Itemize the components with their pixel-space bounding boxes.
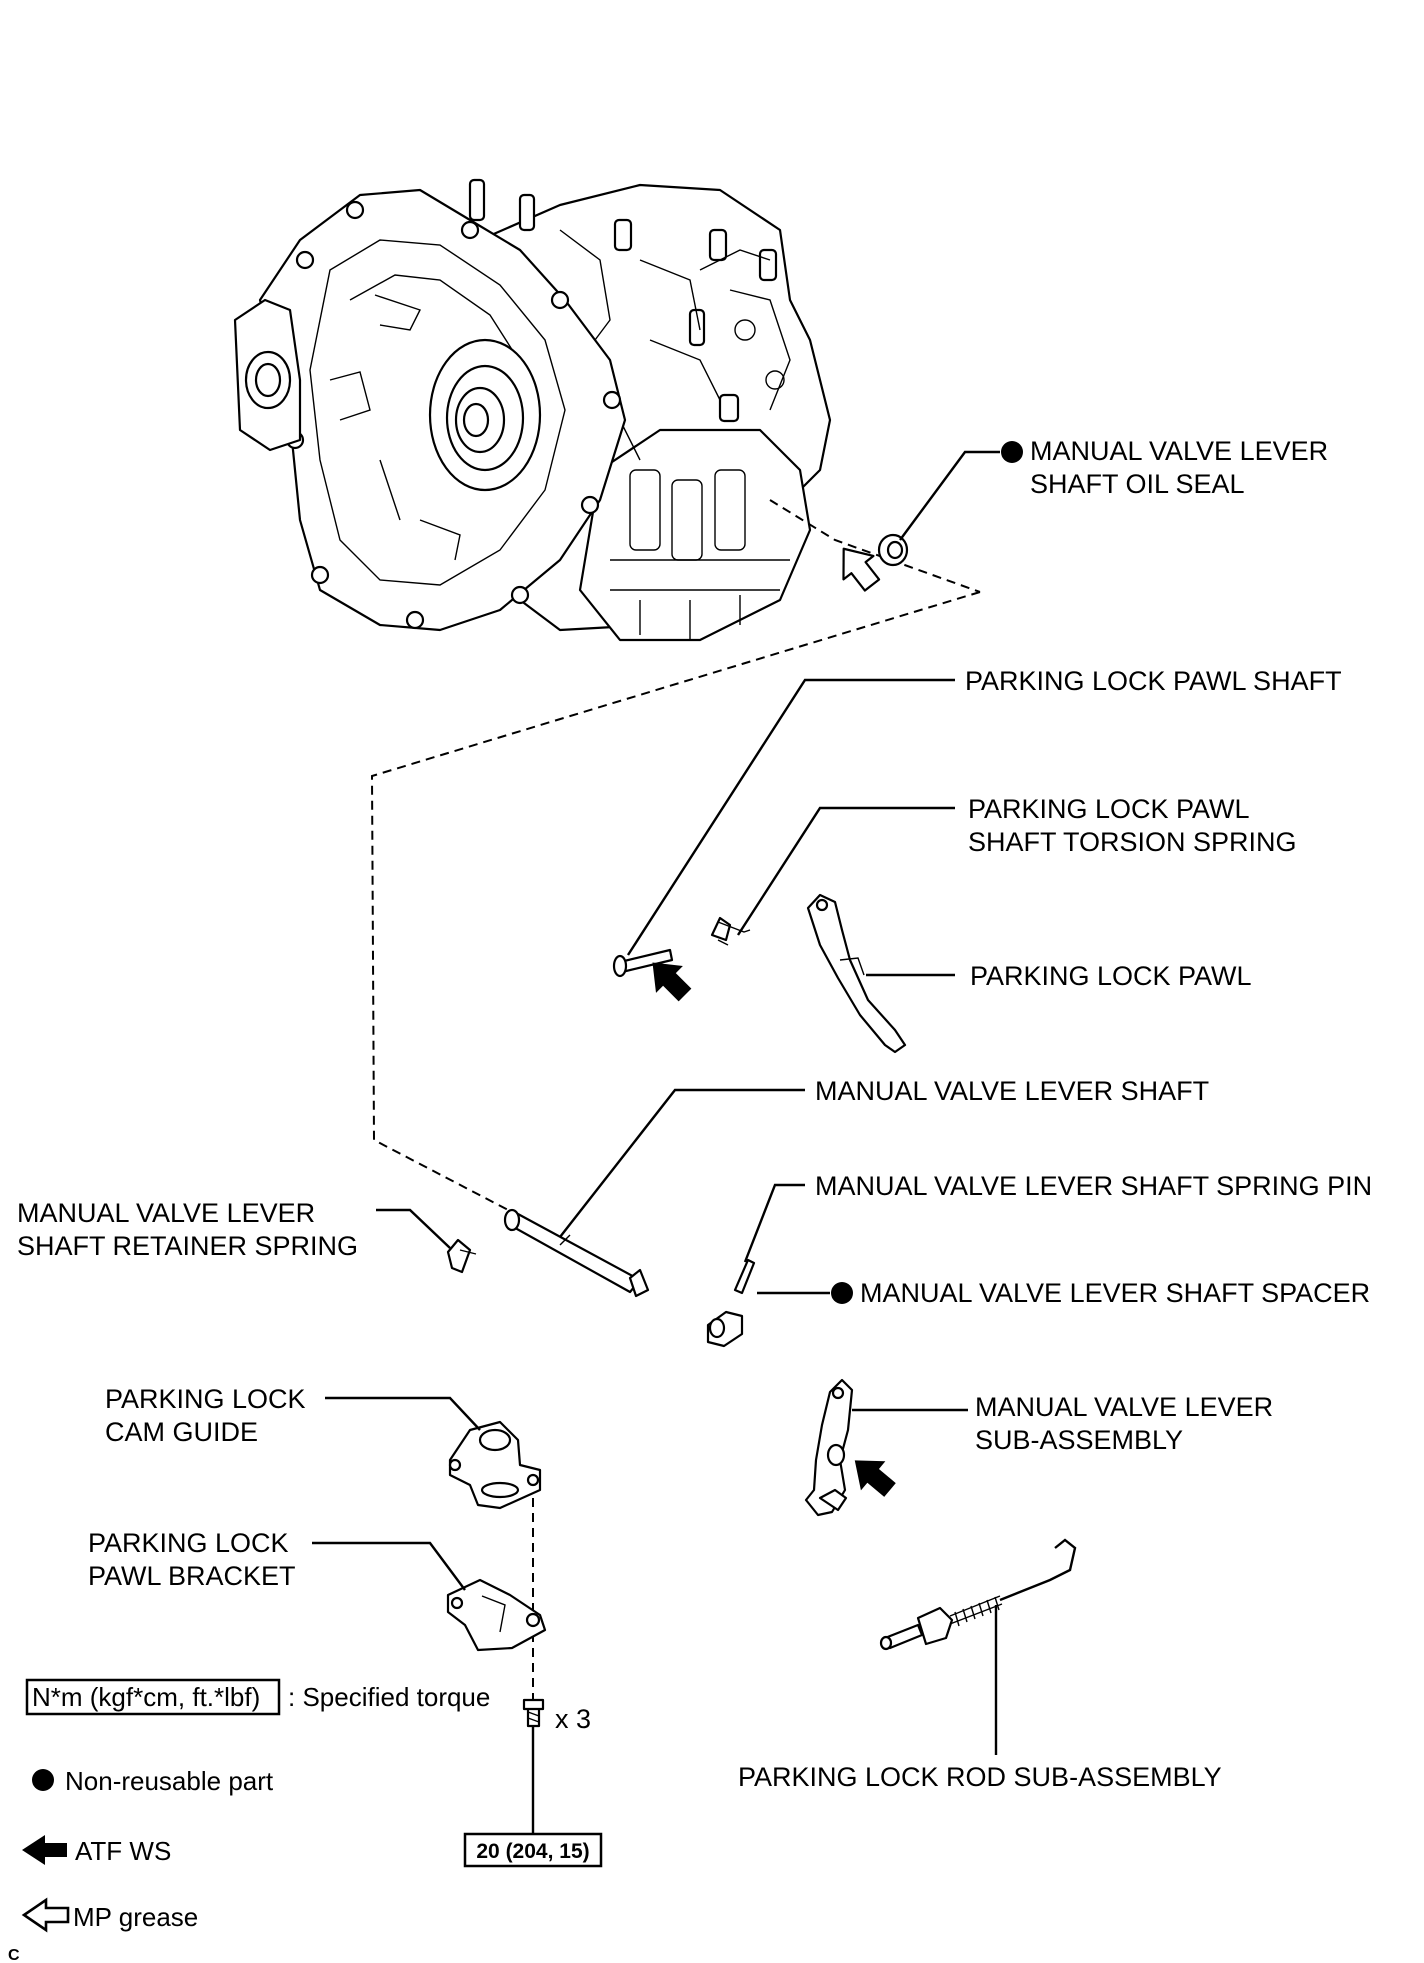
lever-sub-label-line1: MANUAL VALVE LEVER bbox=[975, 1392, 1273, 1422]
retainer-spring-label-line1: MANUAL VALVE LEVER bbox=[17, 1198, 315, 1228]
manual-lever-sub-part bbox=[804, 1378, 854, 1517]
legend-torque-units: N*m (kgf*cm, ft.*lbf) bbox=[32, 1682, 260, 1712]
non-reusable-dot-icon bbox=[831, 1282, 853, 1304]
oil-seal-label-line2: SHAFT OIL SEAL bbox=[1030, 469, 1245, 499]
manual-valve-lever-shaft-part bbox=[503, 1208, 650, 1298]
spring-pin-label: MANUAL VALVE LEVER SHAFT SPRING PIN bbox=[815, 1171, 1372, 1201]
leader-lines bbox=[312, 450, 1000, 1834]
oil-seal-label-line1: MANUAL VALVE LEVER bbox=[1030, 436, 1328, 466]
legend: N*m (kgf*cm, ft.*lbf) : Specified torque… bbox=[21, 1678, 490, 1933]
pawl-bracket-label-line1: PARKING LOCK bbox=[88, 1528, 289, 1558]
cam-guide-label-line1: PARKING LOCK bbox=[105, 1384, 306, 1414]
pawl-label: PARKING LOCK PAWL bbox=[970, 961, 1252, 991]
spring-pin-part bbox=[733, 1258, 756, 1295]
pawl-shaft-label: PARKING LOCK PAWL SHAFT bbox=[965, 666, 1342, 696]
part-labels: MANUAL VALVE LEVER SHAFT OIL SEAL PARKIN… bbox=[17, 436, 1372, 1792]
non-reusable-dot-icon bbox=[1001, 441, 1023, 463]
atf-ws-arrow-icon bbox=[652, 962, 692, 1002]
torsion-spring-part bbox=[710, 916, 751, 946]
atf-ws-arrow-icon-lever bbox=[854, 1460, 896, 1497]
bolt-qty-label: x 3 bbox=[555, 1704, 591, 1734]
cam-guide-part bbox=[448, 1420, 542, 1510]
retainer-spring-part bbox=[446, 1238, 477, 1274]
legend-atf-ws: ATF WS bbox=[75, 1836, 171, 1866]
atf-ws-arrow-icon bbox=[22, 1835, 67, 1865]
non-reusable-dot-icon bbox=[32, 1769, 54, 1791]
corner-code: C bbox=[8, 1947, 20, 1963]
assembly-dashed-lines bbox=[370, 499, 981, 1700]
torque-value: 20 (204, 15) bbox=[476, 1840, 589, 1863]
oil-seal-part bbox=[877, 533, 909, 567]
transmission-assembly-drawing bbox=[233, 178, 832, 642]
lever-shaft-label: MANUAL VALVE LEVER SHAFT bbox=[815, 1076, 1209, 1106]
parking-rod-part bbox=[879, 1538, 1077, 1651]
torsion-spring-label-line1: PARKING LOCK PAWL bbox=[968, 794, 1250, 824]
parking-lock-pawl-part bbox=[806, 893, 907, 1054]
pawl-shaft-part bbox=[612, 948, 674, 978]
legend-mp-grease: MP grease bbox=[73, 1902, 198, 1932]
retainer-spring-label-line2: SHAFT RETAINER SPRING bbox=[17, 1231, 358, 1261]
spacer-part bbox=[706, 1310, 744, 1348]
spacer-label: MANUAL VALVE LEVER SHAFT SPACER bbox=[860, 1278, 1370, 1308]
torsion-spring-label-line2: SHAFT TORSION SPRING bbox=[968, 827, 1297, 857]
pawl-bracket-label-line2: PAWL BRACKET bbox=[88, 1561, 296, 1591]
bolt-part bbox=[522, 1698, 545, 1728]
lever-sub-label-line2: SUB-ASSEMBLY bbox=[975, 1425, 1183, 1455]
cam-guide-label-line2: CAM GUIDE bbox=[105, 1417, 258, 1447]
mp-grease-arrow-icon bbox=[21, 1897, 70, 1933]
legend-torque-text: : Specified torque bbox=[288, 1682, 490, 1712]
legend-non-reusable: Non-reusable part bbox=[65, 1766, 274, 1796]
rod-sub-label: PARKING LOCK ROD SUB-ASSEMBLY bbox=[738, 1762, 1222, 1792]
pawl-bracket-part bbox=[446, 1578, 547, 1652]
torque-spec-box: 20 (204, 15) bbox=[463, 1832, 603, 1868]
mp-grease-arrow-icon bbox=[842, 547, 881, 592]
